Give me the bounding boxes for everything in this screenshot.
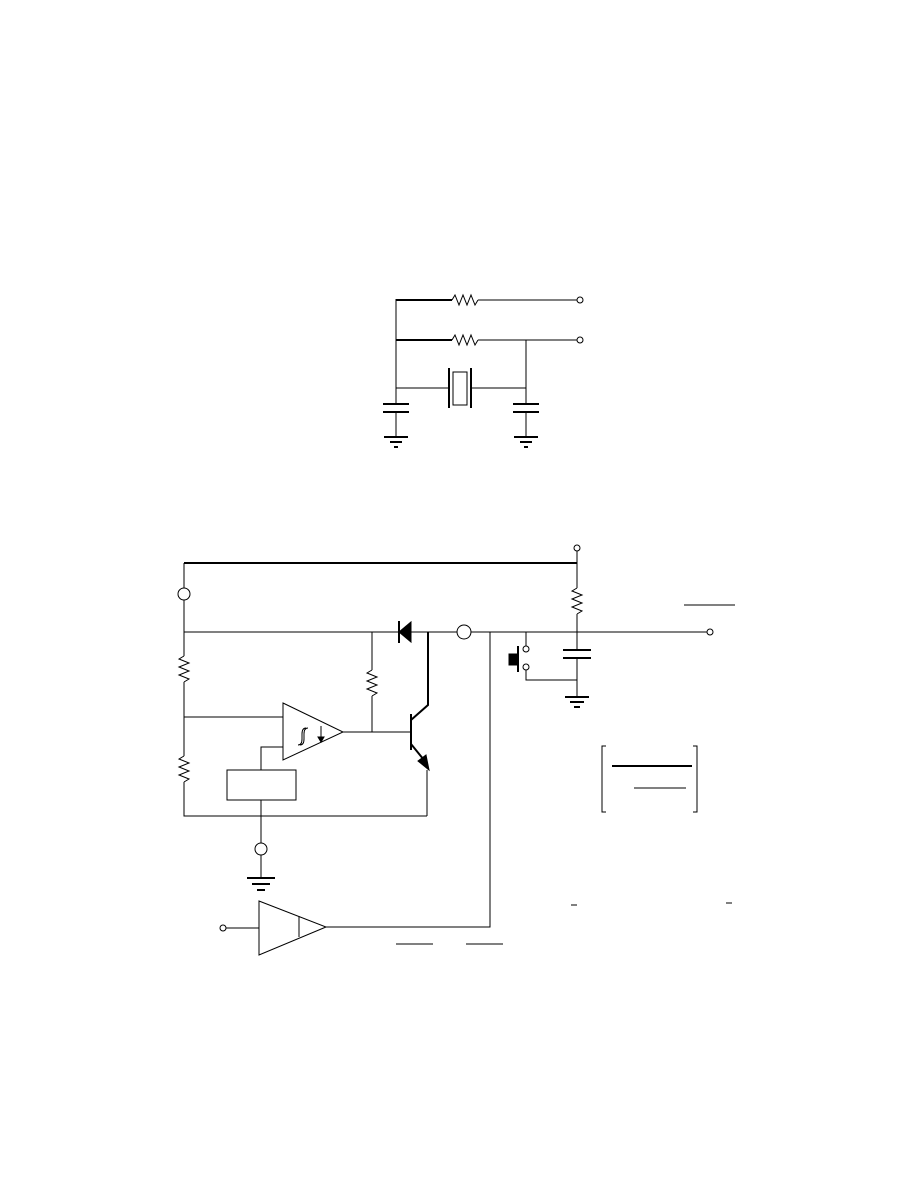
ground-icon [565,696,589,708]
reset-pin [456,624,472,640]
vdd-pin [177,587,191,601]
crystal-body [452,371,468,406]
terminal-mid [576,336,584,344]
emitter-arrow-icon [417,754,430,772]
capacitor-right [513,403,539,413]
reset-supervisor-figure [177,544,735,956]
supply-terminal [573,544,581,552]
hysteresis-icon [297,727,309,746]
gnd-pin [254,842,268,856]
bracket-left [601,745,606,813]
switch-bottom-lead [525,670,577,681]
base-pullup-resistor [365,669,379,697]
bracket-right [693,745,698,813]
crystal-oscillator-figure [383,293,584,448]
comparator [282,702,345,761]
reset-output-terminal [706,628,714,636]
resistor-top [451,293,479,307]
reset-capacitor [563,649,591,659]
overbar-marks [571,902,732,906]
ground-icon [247,877,275,891]
switch-contact-top [522,645,530,653]
switch-contact-bottom [522,663,530,671]
transistor-emitter [410,743,425,761]
reset-button-icon [508,653,519,666]
buffer-feedback [326,632,491,928]
capacitor-left [383,403,409,413]
diode-icon [398,620,412,644]
resistor-mid [451,333,479,347]
divider-resistor-top [177,655,191,683]
divider-resistor-bottom [177,755,191,783]
buffer-input-terminal [219,924,227,932]
transistor-collector [410,632,429,721]
arrow-down-icon [317,736,325,743]
terminal-top [576,296,584,304]
output-buffer [258,900,328,956]
pullup-resistor [570,587,584,615]
ground-return [183,782,427,817]
crystal-plates [448,368,472,408]
reference-lead [260,746,283,770]
reference-block [226,769,297,801]
ground-left-icon [384,436,408,448]
ground-right-icon [514,436,538,448]
